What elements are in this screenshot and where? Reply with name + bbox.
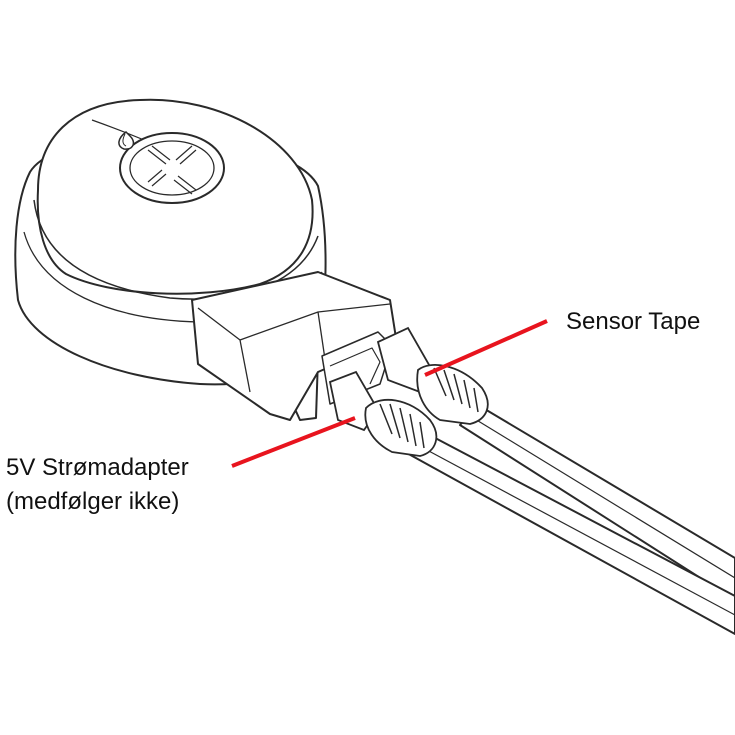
drop-led-icon	[118, 131, 135, 150]
sensor-tape-plug-grip	[433, 367, 479, 413]
cables	[404, 404, 735, 635]
power-plug	[328, 370, 438, 457]
sensor-tape-plug	[376, 326, 489, 425]
top-button	[119, 132, 225, 204]
power-adapter-note-label: (medfølger ikke)	[6, 488, 180, 515]
x-icon	[147, 145, 197, 195]
power-adapter-label: 5V Strømadapter	[6, 454, 189, 481]
power-plug-grip	[379, 403, 425, 449]
power-adapter-callout-line	[231, 416, 356, 468]
sensor-tape-callout-line	[424, 319, 548, 377]
sensor-tape-label: Sensor Tape	[566, 308, 701, 335]
